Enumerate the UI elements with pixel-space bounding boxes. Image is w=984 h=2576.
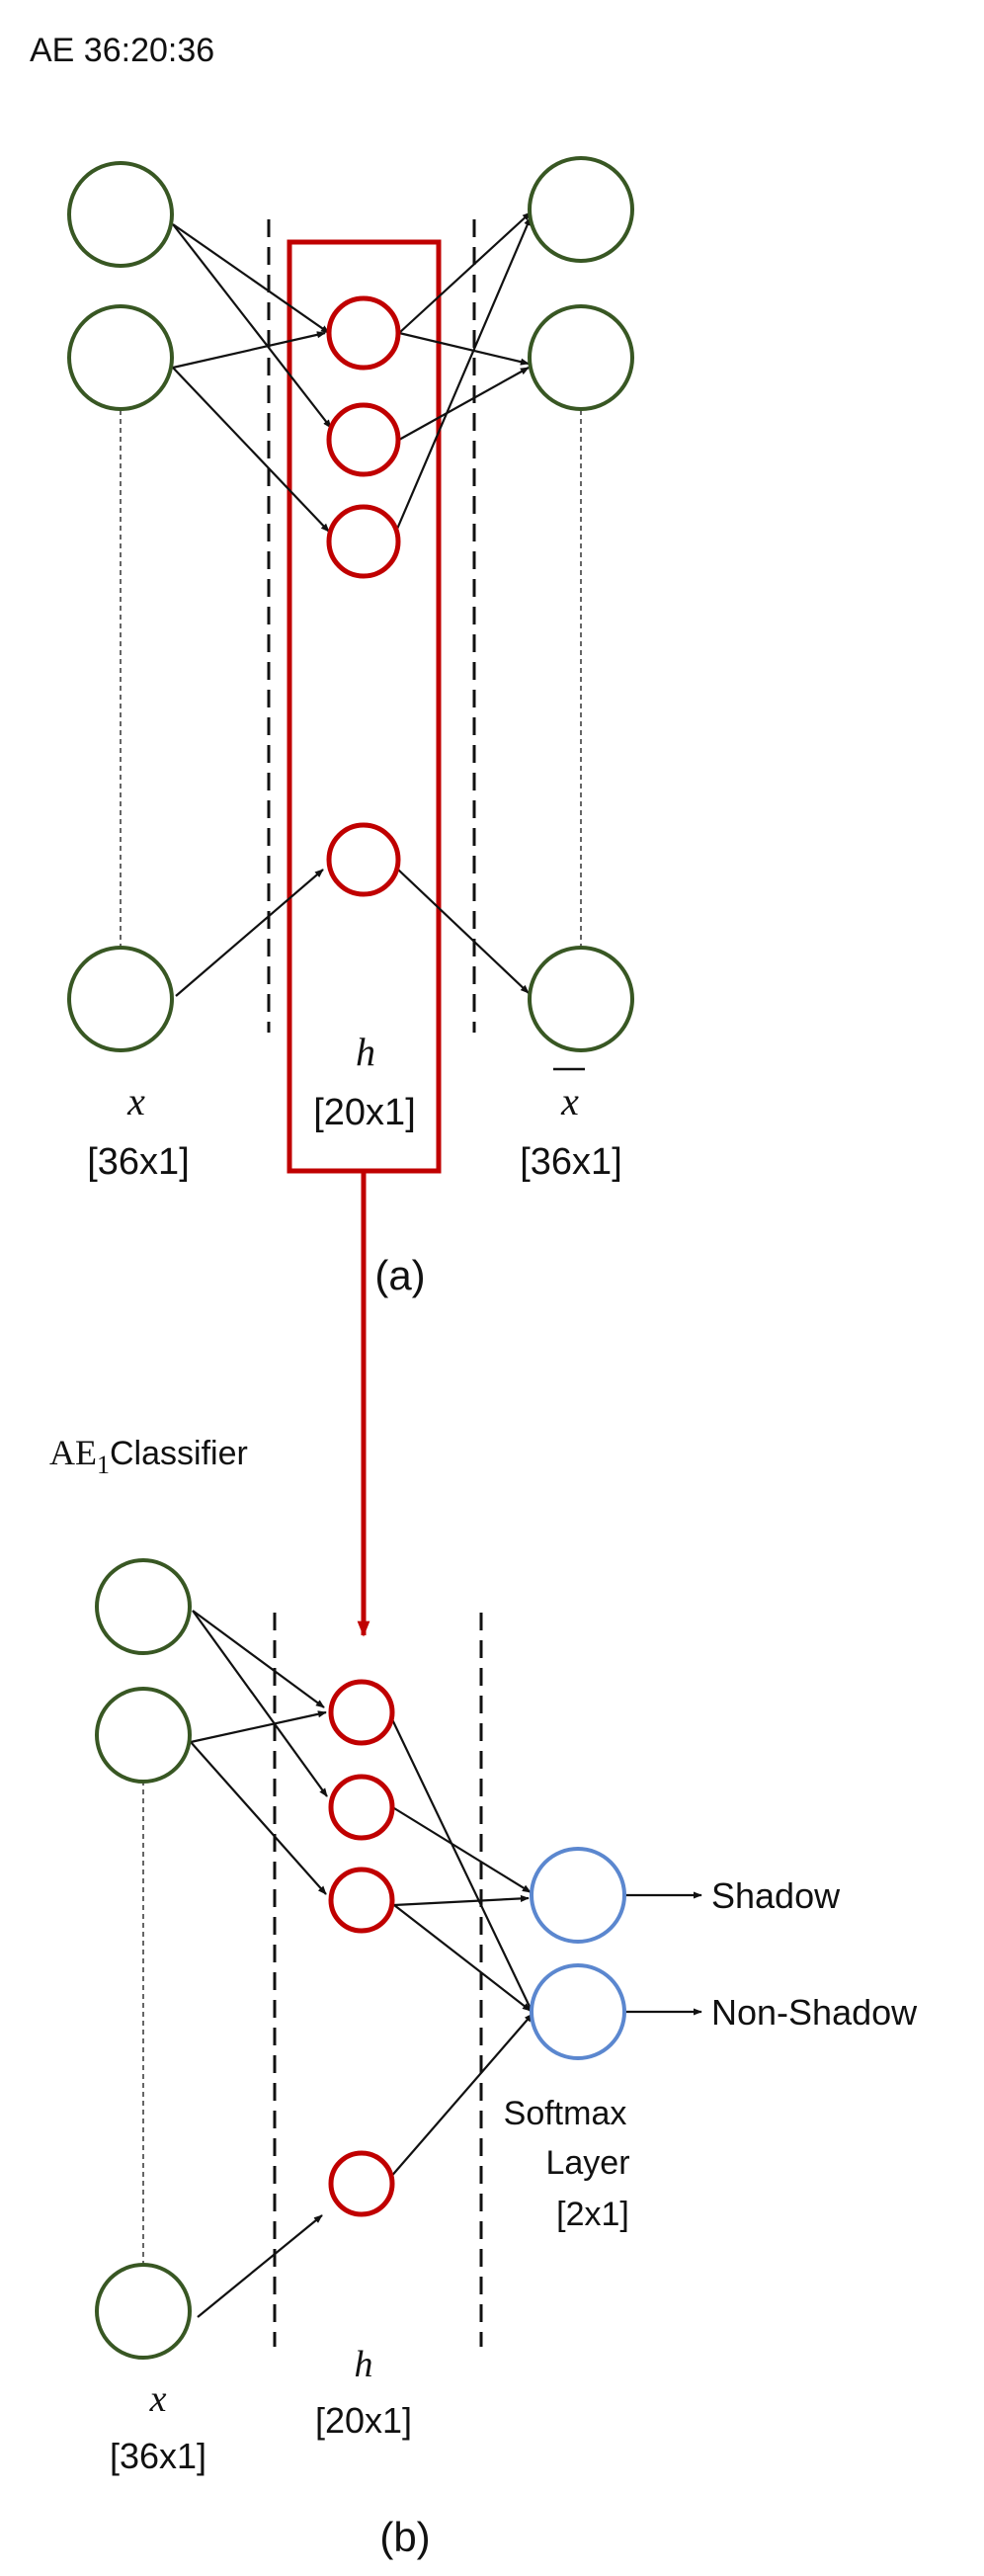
softmax-layer-label-line1: Softmax <box>504 2095 627 2132</box>
hidden-node <box>326 295 401 371</box>
panel-a: AE 36:20:36 <box>30 32 634 1298</box>
edge <box>172 367 330 533</box>
output-label-shadow: Shadow <box>711 1875 841 1916</box>
edge <box>390 1716 533 2014</box>
input-symbol-a: x <box>126 1079 145 1123</box>
edge <box>172 223 330 334</box>
edges-hidden-softmax <box>388 1716 533 2180</box>
edge <box>172 223 332 429</box>
input-node <box>95 1687 192 1784</box>
output-node <box>528 156 634 263</box>
edge <box>175 869 324 997</box>
input-node <box>95 1558 192 1655</box>
edge <box>388 2013 533 2180</box>
edge <box>393 1807 532 1893</box>
output-symbol-a: x <box>560 1079 579 1123</box>
hidden-layer-a <box>326 295 401 897</box>
output-layer-a <box>528 156 634 1052</box>
softmax-layer-dim: [2x1] <box>556 2196 629 2233</box>
hidden-node <box>326 402 401 477</box>
edge <box>172 331 326 370</box>
softmax-node-shadow <box>530 1847 626 1944</box>
edges-softmax-outputs <box>624 1891 702 2016</box>
softmax-node-non-shadow <box>530 1963 626 2060</box>
hidden-dim-b: [20x1] <box>315 2400 412 2441</box>
edges-input-hidden-b <box>190 1610 328 2318</box>
edge <box>398 367 530 441</box>
edge <box>397 869 530 994</box>
edge <box>190 1741 327 1895</box>
edges-hidden-output-a <box>393 211 533 994</box>
edge <box>398 331 530 366</box>
hidden-node <box>326 504 401 579</box>
edge <box>393 1894 530 1907</box>
panel-a-title: AE 36:20:36 <box>30 32 214 69</box>
output-dim-a: [36x1] <box>520 1141 622 1183</box>
input-node <box>95 2263 192 2360</box>
hidden-node <box>328 1867 395 1934</box>
edge <box>197 2214 323 2318</box>
hidden-symbol-b: h <box>355 2344 373 2385</box>
hidden-node <box>326 822 401 897</box>
hidden-dim-a: [20x1] <box>313 1092 416 1133</box>
input-node <box>67 946 174 1052</box>
edges-input-hidden-a <box>172 223 332 997</box>
edge <box>190 1710 327 1744</box>
edge <box>393 1904 532 2012</box>
panel-b: AE1Classifier <box>49 1433 918 2560</box>
panel-a-caption: (a) <box>374 1252 425 1298</box>
hidden-node <box>328 1774 395 1841</box>
hidden-layer-b <box>328 1679 395 2217</box>
output-label-non-shadow: Non-Shadow <box>711 1992 918 2033</box>
hidden-node <box>328 1679 395 1746</box>
edge <box>192 1610 328 1797</box>
edge <box>192 1610 325 1708</box>
input-dim-a: [36x1] <box>87 1141 190 1183</box>
input-node <box>67 161 174 268</box>
hidden-node <box>328 2150 395 2217</box>
panel-b-title: AE1Classifier <box>49 1433 248 1479</box>
edge <box>398 211 532 334</box>
input-node <box>67 304 174 411</box>
edge <box>393 216 533 535</box>
input-layer-b <box>95 1558 192 2360</box>
hidden-symbol-a: h <box>356 1030 375 1074</box>
softmax-layer <box>530 1847 626 2060</box>
output-node <box>528 304 634 411</box>
input-symbol-b: x <box>149 2378 167 2420</box>
output-node <box>528 946 634 1052</box>
input-layer-a <box>67 161 174 1052</box>
panel-b-caption: (b) <box>379 2514 430 2560</box>
input-dim-b: [36x1] <box>110 2436 206 2476</box>
softmax-layer-label-line2: Layer <box>545 2144 629 2182</box>
